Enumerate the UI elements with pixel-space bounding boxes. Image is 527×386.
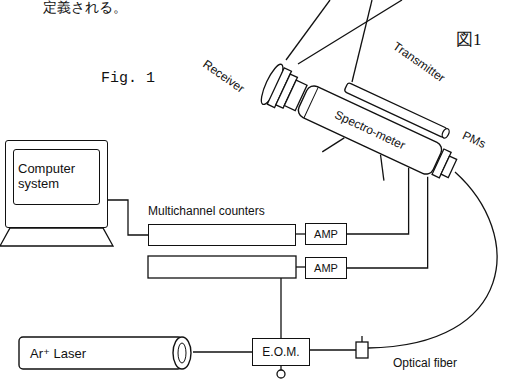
node-label: Multichannel counters	[148, 204, 265, 218]
signal-wire	[347, 168, 409, 234]
node-label: AMP	[314, 262, 338, 274]
view-line	[298, 0, 402, 64]
view-line	[286, 0, 330, 60]
process-box: AMP	[305, 223, 347, 245]
part-name: PMs	[459, 129, 488, 152]
keyboard	[0, 228, 113, 246]
node-label: Ar⁺ Laser	[30, 346, 86, 361]
wire	[280, 278, 281, 338]
figure-number: 図1	[455, 30, 483, 50]
part-name: Transmitter	[389, 39, 448, 86]
signal-wire	[193, 352, 252, 353]
eom-driver	[277, 370, 285, 378]
figure-number: Fig. 1	[100, 70, 156, 87]
process-box: E.O.M.	[252, 338, 310, 366]
beam-line	[352, 0, 372, 82]
optical-fiber	[368, 172, 497, 348]
signal-wire	[347, 177, 428, 268]
computer-monitor: Computer system	[5, 140, 108, 228]
beam-line	[310, 349, 356, 350]
signal-wire	[296, 234, 305, 235]
counter-box	[148, 256, 296, 278]
wire	[296, 266, 305, 267]
page-text: 定義される。	[42, 0, 128, 16]
node-label: Computer system	[18, 162, 95, 192]
laser-body: Ar⁺ Laser	[18, 336, 193, 370]
node-label: E.O.M.	[262, 345, 299, 359]
counter-box	[148, 224, 296, 246]
process-box: AMP	[305, 257, 347, 279]
fiber-coupler	[356, 342, 368, 358]
counter-box: Multichannel counters	[148, 198, 296, 248]
part-name: Receiver	[199, 57, 247, 97]
part-name: Optical fiber	[392, 357, 458, 371]
monitor-screen: Computer system	[13, 149, 100, 205]
pm-tube	[441, 156, 457, 178]
signal-wire	[108, 200, 148, 235]
node-label: AMP	[314, 228, 338, 240]
